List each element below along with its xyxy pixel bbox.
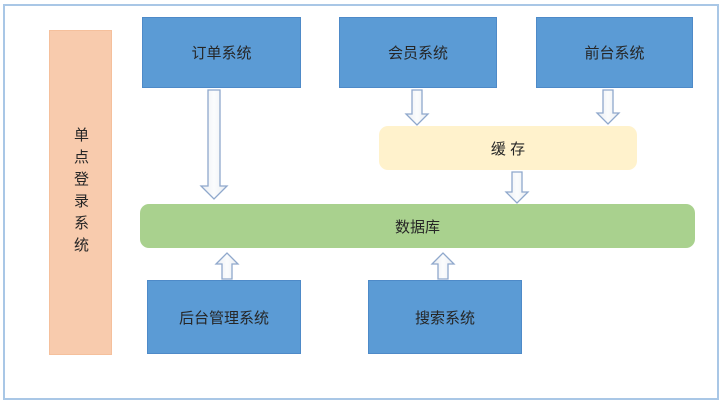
node-admin-system: 后台管理系统: [147, 280, 301, 354]
node-label-search: 搜索系统: [414, 309, 475, 327]
node-label-frontend: 前台系统: [584, 45, 645, 62]
node-sso-system: 单点登录系统: [49, 30, 112, 355]
node-label-member: 会员系统: [387, 45, 448, 62]
diagram-frame-border: [3, 4, 719, 400]
node-label-database: 数据库: [394, 218, 440, 236]
node-search-system: 搜索系统: [368, 280, 522, 354]
node-order-system: 订单系统: [142, 17, 301, 88]
node-frontend-system: 前台系统: [536, 17, 693, 88]
node-database: 数据库: [140, 204, 695, 248]
node-member-system: 会员系统: [339, 17, 497, 88]
node-cache: 缓 存: [379, 126, 637, 170]
node-label-admin: 后台管理系统: [178, 309, 269, 327]
node-label-order: 订单系统: [191, 45, 252, 62]
node-label-cache: 缓 存: [490, 140, 526, 158]
node-label-sso: 单点登录系统: [72, 126, 89, 259]
